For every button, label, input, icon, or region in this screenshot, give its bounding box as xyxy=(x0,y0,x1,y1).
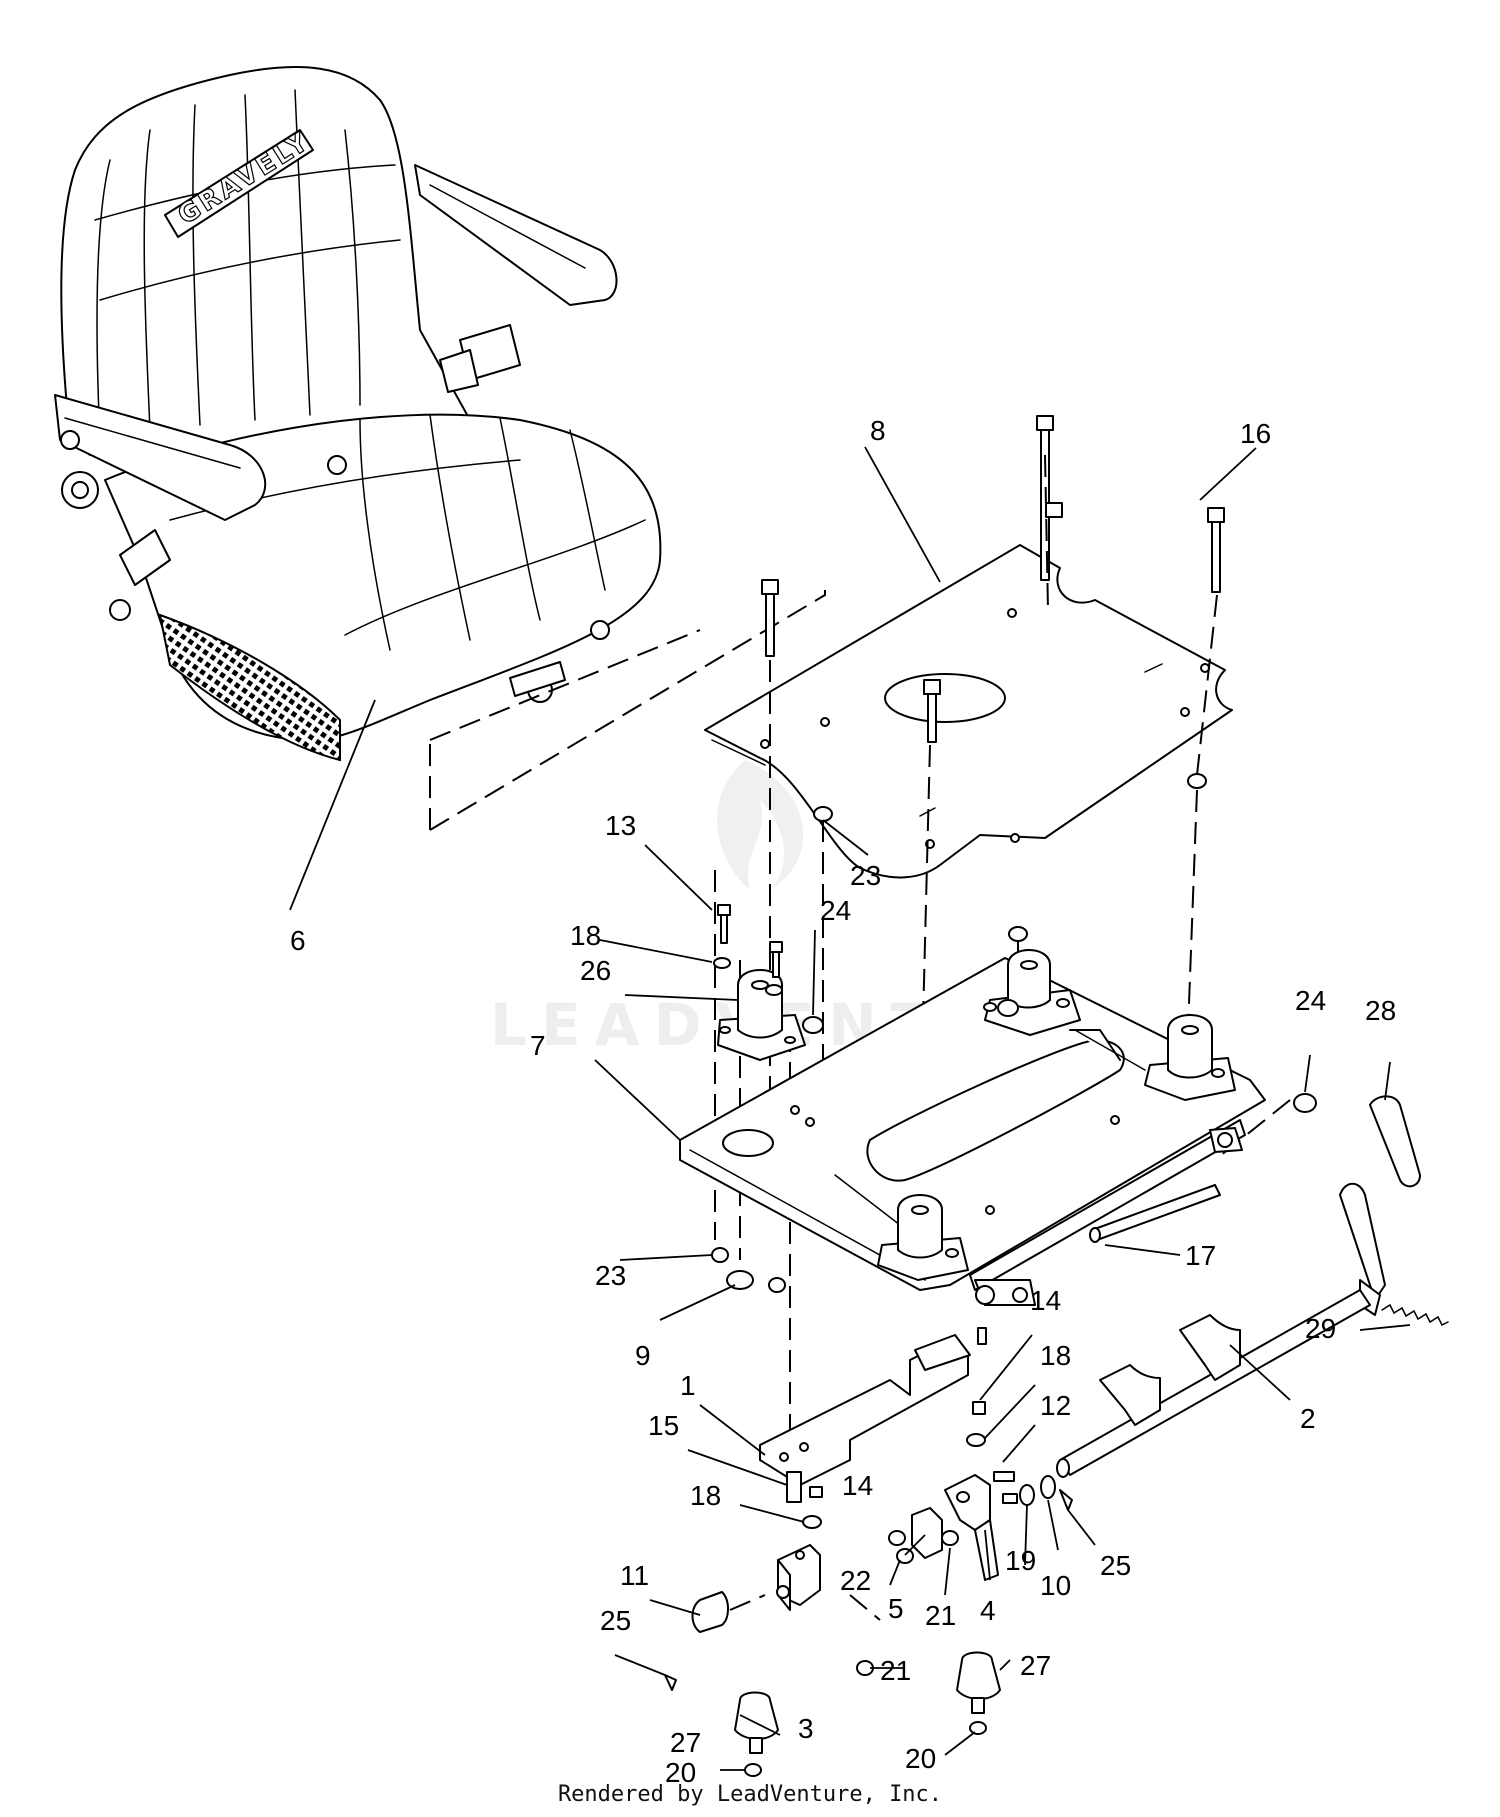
callout-22: 22 xyxy=(840,1565,871,1596)
callout-1: 1 xyxy=(680,1370,696,1401)
callout-7: 7 xyxy=(530,1030,546,1061)
part-27-bumper xyxy=(734,1691,779,1754)
part-10-spacer xyxy=(1040,1475,1056,1499)
part-2-adjustment-lever xyxy=(1056,1182,1386,1478)
callout-8: 8 xyxy=(870,415,886,446)
part-26-isolator-mount xyxy=(717,969,806,1061)
callout-6: 6 xyxy=(290,925,306,956)
callout-18b: 18 xyxy=(1040,1340,1071,1371)
part-22-nut xyxy=(896,1548,914,1564)
part-20-nut xyxy=(969,1721,987,1735)
part-23-nuts-top xyxy=(813,773,1207,942)
part-22-nut xyxy=(888,1530,906,1546)
part-24-nut xyxy=(802,1016,824,1034)
callout-14a: 14 xyxy=(1030,1285,1061,1316)
part-12-bolt xyxy=(993,1471,1015,1482)
callout-9: 9 xyxy=(635,1340,651,1371)
callout-labels: 1 2 3 4 5 6 7 8 9 10 11 12 13 14 14 15 1… xyxy=(290,415,1396,1788)
callout-13: 13 xyxy=(605,810,636,841)
seat-mount-dashed-outline xyxy=(429,590,826,831)
callout-18c: 18 xyxy=(690,1480,721,1511)
part-14-bolt xyxy=(809,1486,823,1498)
bushing-line xyxy=(729,1594,766,1611)
part-6-seat: GRAVELY xyxy=(54,66,662,762)
part-23-nut xyxy=(711,1247,729,1263)
callout-19: 19 xyxy=(1005,1545,1036,1576)
part-19-washer xyxy=(1019,1484,1035,1506)
callout-27b: 27 xyxy=(1020,1650,1051,1681)
part-8-seat-plate xyxy=(704,544,1233,879)
callout-23b: 23 xyxy=(595,1260,626,1291)
part-23-nut xyxy=(768,1277,786,1293)
part-12-bolt xyxy=(1002,1493,1018,1504)
part-5-plate xyxy=(911,1507,943,1559)
part-9-washer xyxy=(726,1270,754,1290)
callout-15: 15 xyxy=(648,1410,679,1441)
part-1-bracket xyxy=(759,1327,987,1486)
callout-29: 29 xyxy=(1305,1313,1336,1344)
part-21-nut xyxy=(941,1530,959,1546)
part-15-bolt xyxy=(786,1471,802,1503)
callout-14b: 14 xyxy=(842,1470,873,1501)
callout-4: 4 xyxy=(980,1595,996,1626)
callout-11: 11 xyxy=(620,1560,649,1591)
callout-21a: 21 xyxy=(925,1600,956,1631)
part-18-washer xyxy=(802,1515,822,1529)
callout-23a: 23 xyxy=(850,860,881,891)
part-24-nut xyxy=(1293,1093,1317,1113)
part-3-bracket xyxy=(776,1544,821,1611)
part-4-bracket xyxy=(944,1474,999,1581)
part-18-washer xyxy=(765,984,783,996)
callout-3: 3 xyxy=(798,1713,814,1744)
callout-28: 28 xyxy=(1365,995,1396,1026)
part-28-handle-grip xyxy=(1369,1095,1421,1188)
part-13-bolts xyxy=(717,904,783,978)
callout-24b: 24 xyxy=(1295,985,1326,1016)
part-18-washer xyxy=(713,957,731,969)
callout-16: 16 xyxy=(1240,418,1271,449)
callout-5: 5 xyxy=(888,1593,904,1624)
part-25-hairpin xyxy=(664,1674,677,1691)
callout-12: 12 xyxy=(1040,1390,1071,1421)
callout-25a: 25 xyxy=(600,1605,631,1636)
part-7-seat-base-plate xyxy=(679,949,1266,1306)
callout-18a: 18 xyxy=(570,920,601,951)
render-credit: Rendered by LeadVenture, Inc. xyxy=(557,1782,943,1807)
callout-2: 2 xyxy=(1300,1403,1316,1434)
callout-26: 26 xyxy=(580,955,611,986)
callout-27a: 27 xyxy=(670,1727,701,1758)
part-25-hairpin xyxy=(1059,1489,1073,1511)
part-17-pin xyxy=(1089,1184,1221,1243)
callout-25b: 25 xyxy=(1100,1550,1131,1581)
callout-20a: 20 xyxy=(665,1757,696,1788)
callout-17: 17 xyxy=(1185,1240,1216,1271)
callout-20b: 20 xyxy=(905,1743,936,1774)
part-20-nut xyxy=(744,1763,762,1777)
part-18-washer xyxy=(966,1433,986,1447)
bracket-line xyxy=(849,1594,881,1621)
part-14-bolt xyxy=(972,1401,986,1415)
part-27-bumper xyxy=(956,1651,1001,1714)
leader-lines xyxy=(289,446,1411,1771)
callout-21b: 21 xyxy=(880,1655,911,1686)
part-11-bushing xyxy=(691,1591,729,1633)
callout-10: 10 xyxy=(1040,1570,1071,1601)
callout-24a: 24 xyxy=(820,895,851,926)
part-29-spring xyxy=(1381,1303,1449,1327)
